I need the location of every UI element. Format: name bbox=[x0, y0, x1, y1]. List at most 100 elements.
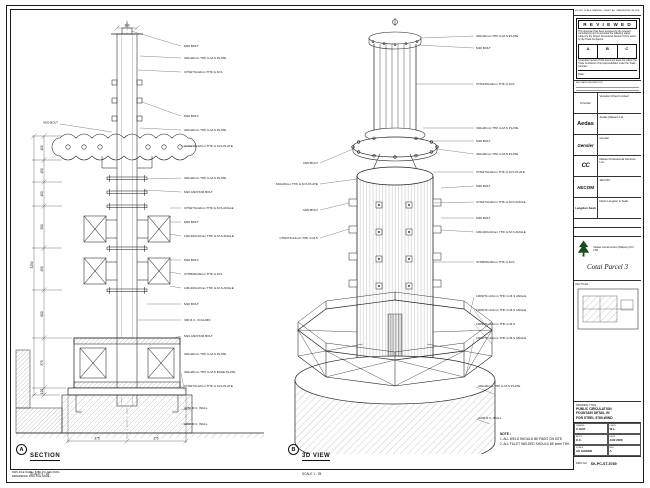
contractor-block: Yadea Construction (Macau) CO., LTD. Cot… bbox=[574, 237, 641, 282]
cc-logo: CC bbox=[574, 156, 598, 177]
annotation-label: 340x20mm THK G.M.S PLATE bbox=[476, 152, 518, 156]
stamp-note-text: Consultant review of this document does … bbox=[578, 59, 637, 68]
notes-title: NOTE : bbox=[500, 432, 511, 436]
annotation-label: A200 R.C. WALL bbox=[184, 422, 208, 426]
annotation-label: M20 BOLT bbox=[476, 184, 491, 188]
annotation-label: 340x20mm THK G.M.S PLATE bbox=[276, 182, 318, 186]
dwg-no-row: DWG NO. SK-PC-ST-5789 bbox=[574, 457, 641, 470]
field-date: DATE JAN 2008 bbox=[607, 434, 641, 445]
section-leader-lines bbox=[59, 30, 197, 425]
dim-text: 150 bbox=[40, 191, 44, 197]
company-name: Gensler bbox=[599, 135, 610, 140]
section-dimension-lines bbox=[31, 25, 189, 444]
drawing-title-line: FOUNTAIN DETAIL IN bbox=[576, 411, 610, 416]
blank-row bbox=[574, 228, 641, 238]
revision-row bbox=[576, 88, 639, 92]
3d-annotations: 340x20mm THK G.M.S PLATE M20 BOLT CHS139… bbox=[276, 34, 527, 420]
field-value: A bbox=[609, 449, 612, 453]
dim-text: 600 bbox=[40, 311, 44, 317]
dim-text: 125 bbox=[40, 389, 44, 395]
dim-text: 300 bbox=[40, 224, 44, 230]
view-title: SECTION bbox=[30, 453, 61, 461]
view-tag-bubble: B bbox=[288, 444, 299, 455]
annotation-label: CHS273x12mm THK G.M.S ANGLE bbox=[476, 200, 526, 204]
drawing-title-label: DRAWING TITLE : bbox=[576, 404, 598, 408]
review-stamp-inner: R E V I E W E D This document has been r… bbox=[575, 17, 640, 79]
key-plan-thumbnail bbox=[577, 288, 638, 329]
annotation-label: CHS273x12mm THK G.M.S ANGLE bbox=[184, 206, 234, 210]
annotation-label: CHS273x12mm THK G.M.S PLATE bbox=[184, 384, 233, 388]
annotation-label: CHS273x12mm THK G.M.S PLATE bbox=[184, 144, 233, 148]
dim-text: 150 bbox=[40, 145, 44, 151]
aecom-logo: AECOM bbox=[574, 177, 598, 198]
annotation-label: 340x20mm THK G.M.S PLATE bbox=[476, 126, 518, 130]
company-row-gensler: Gensler Gensler bbox=[574, 135, 641, 157]
drawing-title-block: DRAWING TITLE : PUBLIC CIRCULATION FOUNT… bbox=[574, 402, 641, 423]
field-label: CHK'D bbox=[609, 425, 617, 427]
drawing-title-line: PUBLIC CIRCULATION bbox=[576, 407, 612, 412]
revision-row bbox=[576, 84, 639, 88]
annotation-label: CHS273x12mm THK G.M.S bbox=[184, 70, 222, 74]
field-value: JAN 2008 bbox=[609, 438, 623, 442]
annotation-label: M20 BOLT bbox=[43, 121, 58, 125]
company-name: Davis Langdon & Seah bbox=[599, 198, 629, 203]
company-name: Aedas (Macau) Ltd. bbox=[599, 114, 624, 119]
annotation-label: CHS508x16mm THK G.M.S bbox=[184, 272, 222, 276]
langdon-seah-logo: Langdon Seah bbox=[574, 198, 598, 219]
3d-leader-lines bbox=[319, 35, 495, 425]
field-value: C.HAO bbox=[576, 427, 586, 431]
sheet-outer-border bbox=[6, 5, 644, 483]
company-name: Venetian Orient Limited bbox=[599, 93, 629, 98]
company-row-mps: CC Macau Professional Services Ltd. bbox=[574, 156, 641, 178]
3d-view-drawing: 340x20mm THK G.M.S PLATE M20 BOLT CHS139… bbox=[276, 18, 527, 454]
dim-text: 340 bbox=[124, 24, 130, 28]
note-line: 1. ALL WELD SHOULD BE PAINT ON SITE. bbox=[500, 436, 563, 441]
annotation-label: M20 BOLT bbox=[476, 46, 491, 50]
section-view-drawing: 150 150 150 300 450 600 375 125 3250 375… bbox=[15, 20, 264, 444]
annotation-label: 100x100x10mm THK G.M.S ANGLE bbox=[184, 234, 234, 238]
annotation-label: 340x20mm THK G.M.S BASE PLATE bbox=[184, 370, 235, 374]
annotation-label: CHS139x10mm THK G.M.S bbox=[476, 82, 514, 86]
dim-text: 150 bbox=[40, 168, 44, 174]
grade-c-cell: C bbox=[625, 45, 629, 51]
annotation-label: M20 ANCHOR BOLT bbox=[184, 190, 213, 194]
annotation-label: 340x20mm THK G.M.S PLATE bbox=[476, 34, 518, 38]
annotation-label: M20 BOLT bbox=[476, 216, 491, 220]
review-stamp: R E V I E W E D This document has been r… bbox=[574, 16, 641, 82]
annotation-label: M20 BOLT bbox=[184, 302, 199, 306]
grade-a-cell: A bbox=[579, 44, 599, 58]
title-fields-grid: DRAWN C.HAO CHK'D W.L. APP'D K.C. DATE J… bbox=[574, 423, 641, 457]
stamp-date-label: Date : bbox=[578, 70, 637, 76]
company-row-aedas: Aedas Aedas (Macau) Ltd. bbox=[574, 114, 641, 136]
dim-text: 375 bbox=[94, 437, 100, 441]
section-geometry bbox=[15, 20, 264, 440]
field-label: APP'D bbox=[576, 436, 583, 438]
dwg-file-name: DWG FILE NAME : 5789_PC_SEC.DWG bbox=[12, 471, 60, 474]
field-scale: SCALE AS SHOWN bbox=[574, 445, 608, 456]
field-checked: CHK'D W.L. bbox=[607, 423, 641, 434]
annotation-label: 100SHS x10mm THK G.M.S ANGLE bbox=[476, 336, 526, 340]
view-scale: SCALE 1 : 25 bbox=[302, 472, 322, 476]
field-label: REV bbox=[609, 447, 615, 449]
annotation-label: M24 ANCHOR BOLT bbox=[184, 334, 213, 338]
annotation-label: 340x20mm THK G.M.S PLATE bbox=[184, 352, 226, 356]
title-block: DO NOT SCALE DRAWING. VERIFY ALL DIMENSI… bbox=[573, 9, 641, 470]
drawing-title-line: FOR STEEL 5789-WIND bbox=[576, 415, 613, 420]
annotation-label: M20 BOLT bbox=[303, 208, 318, 212]
project-name: Cotai Parcel 3 bbox=[587, 263, 628, 272]
reference-dwg-file-name: REFERENCE DWG FILE NAME : bbox=[12, 474, 51, 478]
dim-text: 375 bbox=[40, 360, 44, 366]
key-plan-block: KEY PLAN bbox=[574, 281, 641, 403]
annotation-label: M20 BOLT bbox=[476, 139, 491, 143]
field-label: DRAWN bbox=[576, 425, 585, 427]
field-rev: REV A bbox=[607, 445, 641, 456]
revision-header: REV DATE DESCRIPTION bbox=[576, 82, 603, 85]
section-view-caption: A SECTION SCALE 1 : 25 bbox=[16, 444, 61, 480]
annotation-label: A250 R.C. WALL bbox=[184, 406, 208, 410]
view-scale: SCALE 1 : 25 bbox=[30, 472, 50, 476]
tree-logo-icon bbox=[577, 240, 590, 257]
stamp-body-text: This document has been reviewed by the r… bbox=[578, 29, 637, 42]
view-tag-bubble: A bbox=[16, 444, 27, 455]
section-dimension-text: 150 150 150 300 450 600 375 125 3250 375… bbox=[30, 24, 159, 441]
field-label: SCALE bbox=[576, 447, 584, 449]
